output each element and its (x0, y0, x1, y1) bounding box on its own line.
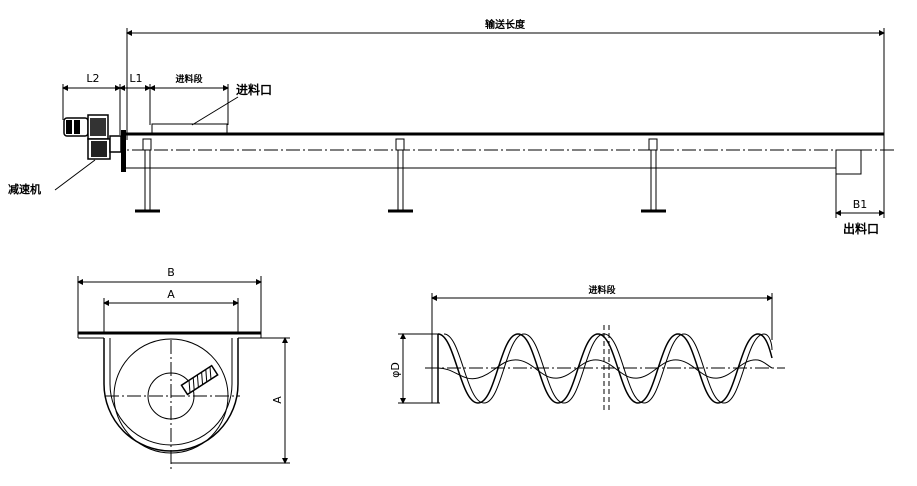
flight-inner-curve (437, 359, 773, 380)
l1-label: L1 (129, 72, 142, 85)
outlet-spout (835, 149, 862, 175)
b1-label: B1 (853, 198, 868, 211)
outlet-label: 出料口 (843, 221, 879, 236)
cross-section-view: B A A (77, 266, 290, 470)
inlet-label: 进料口 (236, 82, 272, 97)
conveying-length-label: 输送长度 (485, 18, 526, 31)
support-leg-2 (388, 138, 413, 213)
screw-flight-view: 进料段 φD (389, 284, 785, 413)
support-leg-3 (641, 138, 666, 213)
flight-blade-hatch (180, 364, 219, 396)
reducer-leader (54, 159, 96, 191)
flight-outer-curve-1 (437, 333, 773, 404)
reducer-label: 减速机 (8, 182, 41, 196)
l2-label: L2 (86, 72, 99, 85)
intake-length-label-top: 进料段 (175, 73, 203, 85)
a-top-label: A (167, 288, 175, 301)
b-label: B (167, 266, 175, 279)
intake-length-label-bottom: 进料段 (588, 284, 616, 296)
flight-outer-curve-2 (443, 333, 773, 404)
inlet-leader (191, 96, 239, 126)
drive-end-plate (121, 130, 126, 172)
phi-d-label: φD (389, 362, 402, 378)
side-elevation-view: 输送长度 L2 L1 进料段 进料口 (8, 18, 895, 236)
support-leg-1 (135, 138, 160, 213)
a-side-label: A (271, 396, 284, 404)
gear-motor-icon (63, 114, 122, 160)
